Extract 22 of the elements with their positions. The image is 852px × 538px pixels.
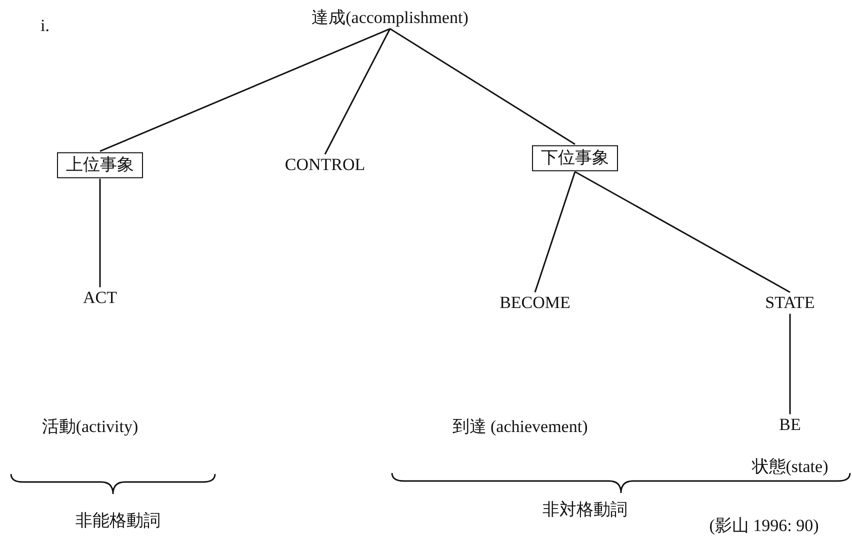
event-box: 上位事象 bbox=[57, 152, 143, 178]
tree-label: ACT bbox=[83, 288, 117, 308]
tree-branch bbox=[390, 28, 576, 145]
tree-branch bbox=[789, 314, 791, 414]
tree-branch bbox=[99, 178, 101, 288]
category-label: 活動(activity) bbox=[42, 417, 138, 437]
tree-label: 達成(accomplishment) bbox=[312, 8, 468, 28]
citation: (影山 1996: 90) bbox=[709, 516, 819, 536]
tree-label: CONTROL bbox=[284, 155, 366, 175]
tree-label: BE bbox=[779, 415, 801, 435]
tree-branch bbox=[324, 28, 391, 155]
category-label: 到達 (achievement) bbox=[452, 417, 588, 437]
group-label: 非能格動詞 bbox=[76, 511, 160, 531]
tree-branch bbox=[100, 28, 390, 152]
tree-branch bbox=[534, 172, 576, 292]
category-label: 状態(state) bbox=[752, 457, 828, 477]
group-label: 非対格動詞 bbox=[542, 500, 628, 520]
event-box: 下位事象 bbox=[532, 145, 618, 171]
list-number: i. bbox=[40, 16, 50, 36]
tree-label: STATE bbox=[765, 293, 815, 313]
tree-label: BECOME bbox=[500, 293, 570, 313]
tree-branch bbox=[574, 171, 790, 293]
